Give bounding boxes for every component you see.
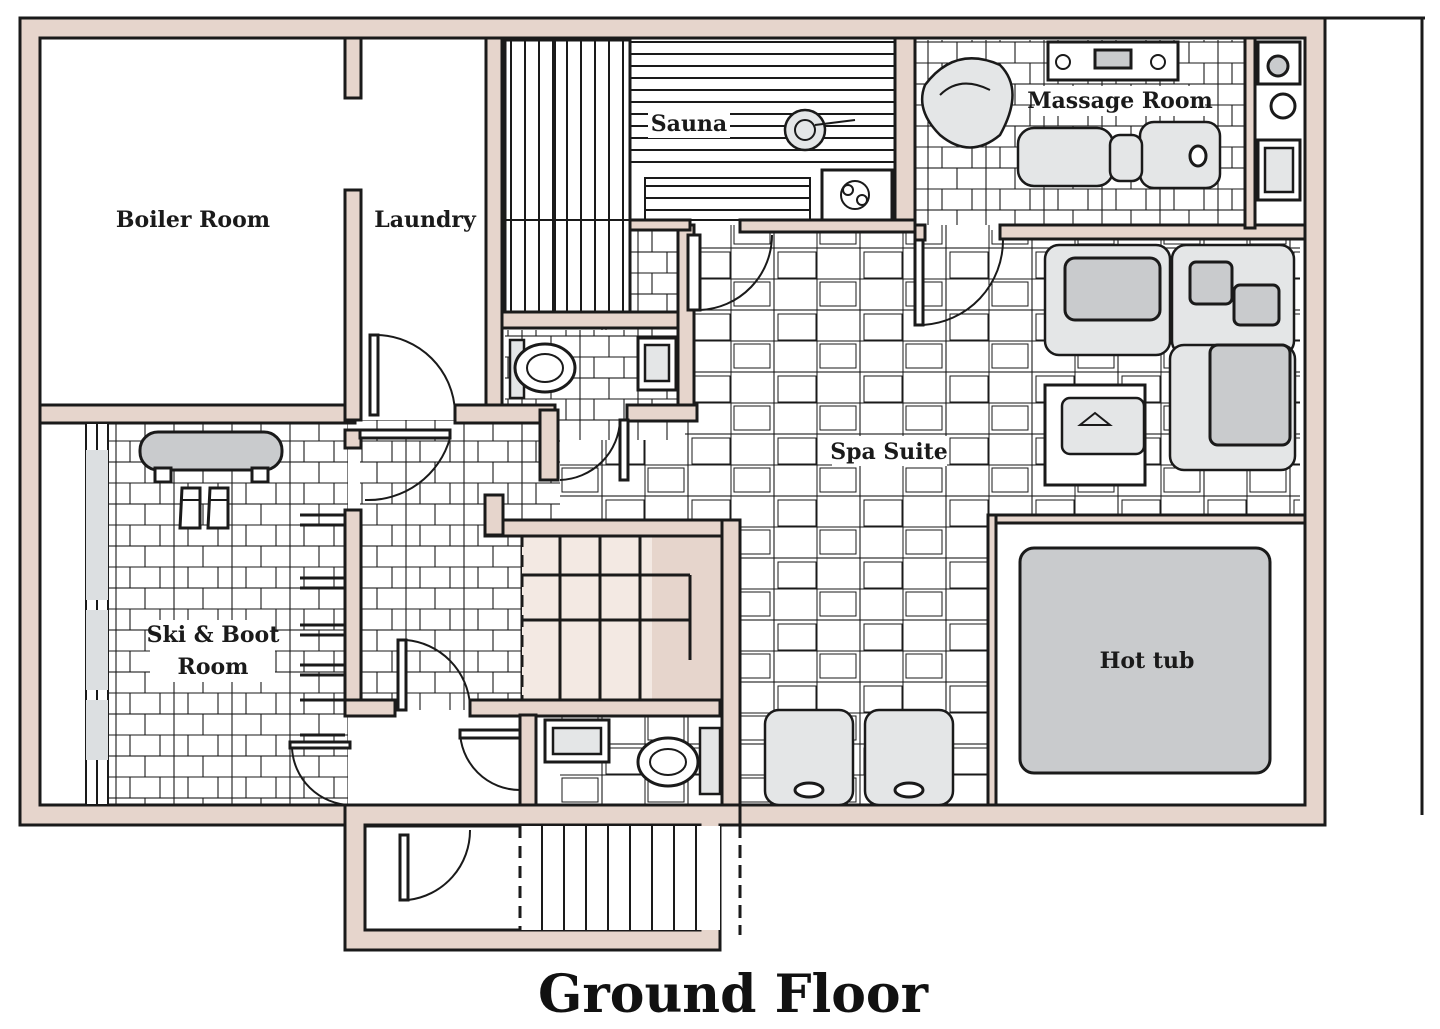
boots-icon <box>178 486 230 530</box>
sauna-bucket-icon <box>783 108 856 152</box>
staircase <box>520 533 724 702</box>
massage-table <box>1016 120 1222 190</box>
room-label-ski-line1: Ski & Boot <box>147 622 281 648</box>
room-label-massage: Massage Room <box>1027 88 1213 114</box>
wc-lower <box>543 718 722 796</box>
room-label-spa: Spa Suite <box>830 439 948 465</box>
doors <box>288 233 1005 902</box>
hot-tub <box>1018 546 1272 775</box>
wc-upper <box>508 336 678 400</box>
sauna-benches <box>503 38 895 314</box>
room-label-ski-line2: Room <box>178 654 249 680</box>
ski-racks <box>300 513 345 737</box>
entrance-steps <box>518 826 742 930</box>
floor-title: Ground Floor <box>538 964 929 1025</box>
massage-sink <box>1256 40 1302 202</box>
coffee-table <box>1043 383 1147 487</box>
massage-chair <box>920 57 1014 149</box>
laundry-floor <box>362 40 486 405</box>
room-label-boiler: Boiler Room <box>116 207 270 233</box>
lounge-sofa <box>1043 243 1297 472</box>
boot-bench <box>138 430 284 484</box>
sun-loungers <box>763 708 955 807</box>
massage-shelf <box>1046 40 1180 82</box>
room-label-sauna: Sauna <box>651 111 727 137</box>
ski-locker-wall <box>85 422 109 806</box>
boiler-room-floor <box>60 40 345 405</box>
room-label-hot-tub: Hot tub <box>1100 648 1195 674</box>
room-label-laundry: Laundry <box>374 207 477 233</box>
sauna-stove <box>820 168 894 222</box>
